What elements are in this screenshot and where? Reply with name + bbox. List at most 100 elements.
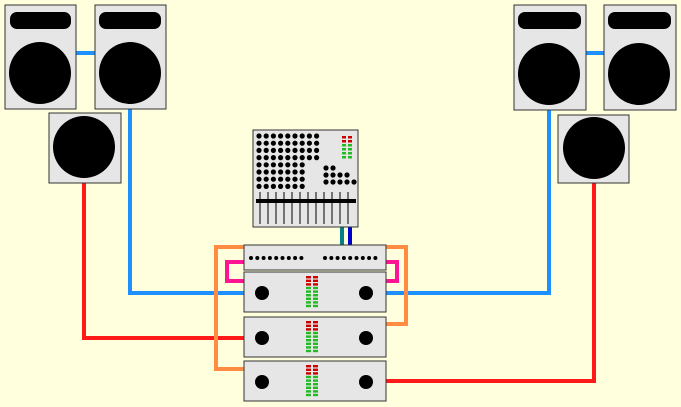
amp-led <box>306 390 311 393</box>
mixer-knob <box>263 169 269 175</box>
amp-led <box>306 335 311 338</box>
mixer-knob <box>263 133 269 139</box>
speaker-icon <box>99 12 161 29</box>
mixer-knob <box>314 133 320 139</box>
amp-knob-right <box>359 331 373 345</box>
amp-led <box>313 342 318 345</box>
mixer-knob <box>314 140 320 146</box>
mixer-knob <box>330 165 336 171</box>
mixer-knob <box>278 133 284 139</box>
cables <box>76 51 604 383</box>
crossover-dot <box>354 256 359 260</box>
amp-led <box>313 375 318 379</box>
left-subwoofer <box>48 112 122 184</box>
amp-led <box>306 283 311 286</box>
amp-led <box>313 328 318 331</box>
crossover-dot <box>373 256 378 260</box>
mixer-knob <box>285 140 291 146</box>
speaker-icon <box>10 12 71 29</box>
mixer-knob <box>270 140 276 146</box>
amp-led <box>306 279 311 282</box>
amp-led <box>306 276 311 279</box>
amp-led <box>313 386 318 389</box>
mixer-knob <box>278 155 284 161</box>
left-speaker-2 <box>94 4 167 110</box>
mixer-knob <box>351 179 357 185</box>
crossover-dot <box>261 256 266 260</box>
amp-led <box>306 290 311 293</box>
crossover-dot <box>255 256 260 260</box>
amp-led <box>313 379 318 382</box>
mixer-knob <box>256 147 262 153</box>
mixer-leds <box>342 136 352 159</box>
amp-led <box>313 331 318 335</box>
mixer-led <box>348 152 352 155</box>
amp-led <box>313 286 318 290</box>
speaker-icon <box>518 12 581 29</box>
amp-led <box>306 386 311 389</box>
mixer-knob <box>292 147 298 153</box>
cable-pink-left-loop <box>225 260 244 283</box>
amplifier-2 <box>243 316 387 358</box>
mixer-knob <box>306 155 312 161</box>
amp-knob-right <box>359 286 373 300</box>
mixer-knob <box>270 183 276 189</box>
mixer-knob <box>292 176 298 182</box>
crossover-dot <box>267 256 272 260</box>
amp-led <box>313 301 318 304</box>
mixer-knob <box>314 147 320 153</box>
crossover-dot <box>367 256 372 260</box>
amp-led <box>306 286 311 290</box>
amp-led <box>313 372 318 375</box>
mixer-knob <box>299 176 305 182</box>
amp-led <box>313 321 318 324</box>
mixer-knob <box>292 183 298 189</box>
mixer-knob <box>306 140 312 146</box>
mixer-knob <box>256 133 262 139</box>
mixer-knob <box>278 147 284 153</box>
amp-led <box>313 365 318 368</box>
mixer-knob <box>278 169 284 175</box>
amp-led <box>306 321 311 324</box>
crossover-dot <box>293 256 298 260</box>
amp-led <box>313 383 318 386</box>
right-subwoofer <box>557 114 630 184</box>
crossover-dot <box>280 256 285 260</box>
mixer <box>252 129 359 228</box>
amp-led <box>313 283 318 286</box>
mixer-knob <box>323 179 329 185</box>
speaker-icon <box>608 12 671 29</box>
mixer-knob <box>263 183 269 189</box>
mixer-knob <box>292 140 298 146</box>
mixer-knob <box>270 147 276 153</box>
mixer-knob <box>299 162 305 168</box>
mixer-knob <box>278 176 284 182</box>
mixer-knob <box>278 162 284 168</box>
amp-led <box>313 279 318 282</box>
amp-led <box>306 368 311 371</box>
amp-led <box>306 375 311 379</box>
amp-led <box>306 297 311 300</box>
amp-led <box>313 324 318 327</box>
mixer-knob <box>306 147 312 153</box>
cable-right-subwoofer-to-amp <box>386 183 596 383</box>
mixer-led <box>342 156 346 159</box>
crossover-dot <box>323 256 327 260</box>
cable-left-subwoofer-to-amp <box>82 183 244 340</box>
amp-knob-right <box>359 375 373 389</box>
mixer-led <box>348 148 352 151</box>
cable-right-speaker-to-amp <box>386 110 551 295</box>
mixer-knob <box>285 155 291 161</box>
mixer-knob <box>306 133 312 139</box>
amp-led <box>313 294 318 297</box>
amp-led <box>313 346 318 349</box>
amp-led <box>306 301 311 304</box>
right-speaker-2 <box>603 4 677 111</box>
mixer-knob <box>263 140 269 146</box>
amp-led <box>306 372 311 375</box>
mixer-led <box>348 140 352 143</box>
mixer-knob <box>337 172 343 178</box>
mixer-led <box>342 136 346 139</box>
mixer-knob <box>292 155 298 161</box>
